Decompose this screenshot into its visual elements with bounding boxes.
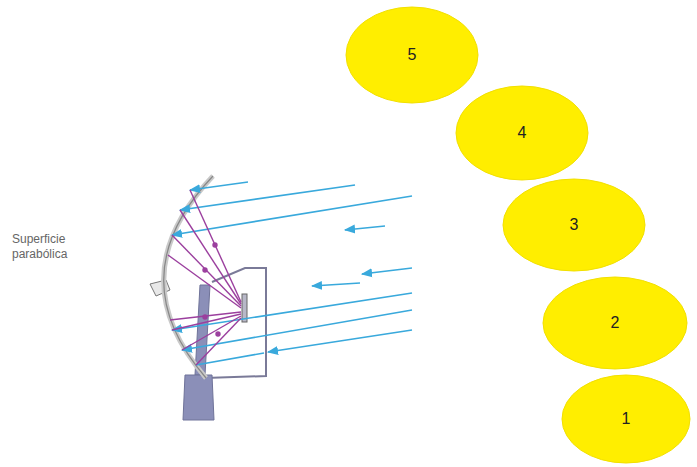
callout-number: 3 xyxy=(570,216,579,234)
sun-circle: 3 xyxy=(502,178,646,272)
part-label: Superficie parabólica xyxy=(12,232,84,262)
incoming-rays xyxy=(172,182,412,365)
callout-number: 2 xyxy=(611,314,620,332)
stand-column xyxy=(195,285,210,375)
sun-circle: 2 xyxy=(542,276,688,370)
sun-circle: 4 xyxy=(455,85,589,181)
callout-number: 5 xyxy=(408,46,417,64)
sun-circle: 1 xyxy=(561,374,691,464)
reflected-rays xyxy=(168,190,241,365)
sun-circle: 5 xyxy=(345,6,479,104)
stand-base xyxy=(183,375,214,420)
callout-number: 1 xyxy=(622,410,631,428)
callout-number: 4 xyxy=(518,124,527,142)
